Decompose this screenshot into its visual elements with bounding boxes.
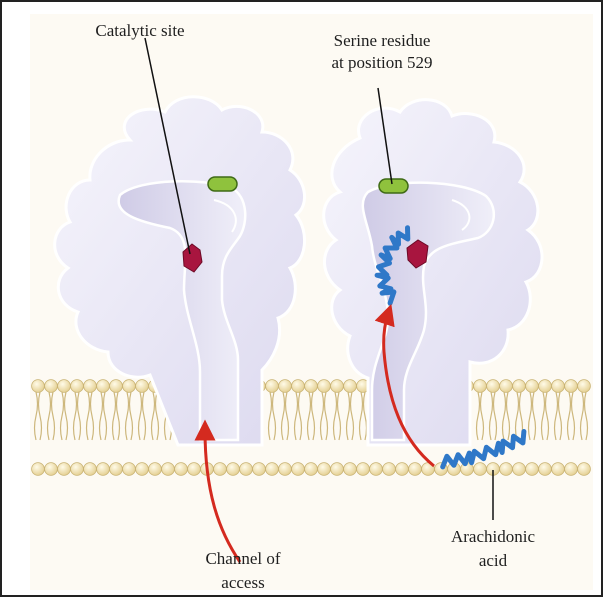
- lipid-head: [292, 380, 305, 393]
- lipid-head: [110, 463, 123, 476]
- lipid-head: [513, 463, 526, 476]
- lipid-head: [331, 380, 344, 393]
- lipid-head: [526, 380, 539, 393]
- lipid-head: [370, 463, 383, 476]
- lipid-head: [539, 463, 552, 476]
- lipid-head: [344, 380, 357, 393]
- lipid-head: [45, 463, 58, 476]
- lipid-head: [32, 463, 45, 476]
- lipid-head: [396, 463, 409, 476]
- lipid-head: [149, 463, 162, 476]
- lipid-head: [552, 463, 565, 476]
- lipid-head: [539, 380, 552, 393]
- lipid-head: [318, 380, 331, 393]
- lipid-head: [474, 380, 487, 393]
- lipid-head: [513, 380, 526, 393]
- lipid-head: [318, 463, 331, 476]
- lipid-head: [45, 380, 58, 393]
- lipid-head: [487, 380, 500, 393]
- lipid-head: [500, 380, 513, 393]
- lipid-head: [84, 380, 97, 393]
- lipid-head: [578, 463, 591, 476]
- lipid-head: [227, 463, 240, 476]
- lipid-head: [266, 380, 279, 393]
- lipid-head: [344, 463, 357, 476]
- lipid-head: [331, 463, 344, 476]
- lipid-head: [188, 463, 201, 476]
- label-arachidonic-line1: Arachidonic: [428, 526, 558, 547]
- lipid-head: [474, 463, 487, 476]
- lipid-head: [357, 463, 370, 476]
- lipid-head: [110, 380, 123, 393]
- lipid-head: [500, 463, 513, 476]
- lipid-head: [279, 380, 292, 393]
- lipid-head: [565, 463, 578, 476]
- label-catalytic-site: Catalytic site: [70, 20, 210, 41]
- lipid-head: [240, 463, 253, 476]
- label-serine-line1: Serine residue: [312, 30, 452, 51]
- label-arachidonic-line2: acid: [428, 550, 558, 571]
- label-channel-line2: access: [178, 572, 308, 593]
- serine-residue-right: [379, 179, 408, 193]
- membrane-heads-top: [32, 380, 591, 393]
- lipid-head: [136, 380, 149, 393]
- lipid-head: [409, 463, 422, 476]
- lipid-head: [305, 463, 318, 476]
- label-serine-line2: at position 529: [312, 52, 452, 73]
- lipid-head: [292, 463, 305, 476]
- lipid-head: [162, 463, 175, 476]
- lipid-head: [97, 380, 110, 393]
- membrane-heads-bottom: [32, 463, 591, 476]
- lipid-head: [58, 380, 71, 393]
- lipid-head: [279, 463, 292, 476]
- lipid-head: [136, 463, 149, 476]
- lipid-head: [526, 463, 539, 476]
- lipid-head: [58, 463, 71, 476]
- lipid-head: [123, 380, 136, 393]
- lipid-head: [552, 380, 565, 393]
- lipid-head: [305, 380, 318, 393]
- label-channel-line1: Channel of: [178, 548, 308, 569]
- lipid-head: [71, 463, 84, 476]
- lipid-head: [97, 463, 110, 476]
- lipid-head: [71, 380, 84, 393]
- lipid-head: [383, 463, 396, 476]
- lipid-head: [565, 380, 578, 393]
- lipid-head: [123, 463, 136, 476]
- lipid-head: [214, 463, 227, 476]
- lipid-head: [32, 380, 45, 393]
- lipid-head: [253, 463, 266, 476]
- lipid-head: [266, 463, 279, 476]
- lipid-head: [175, 463, 188, 476]
- lipid-head: [84, 463, 97, 476]
- lipid-head: [578, 380, 591, 393]
- serine-residue-left: [208, 177, 237, 191]
